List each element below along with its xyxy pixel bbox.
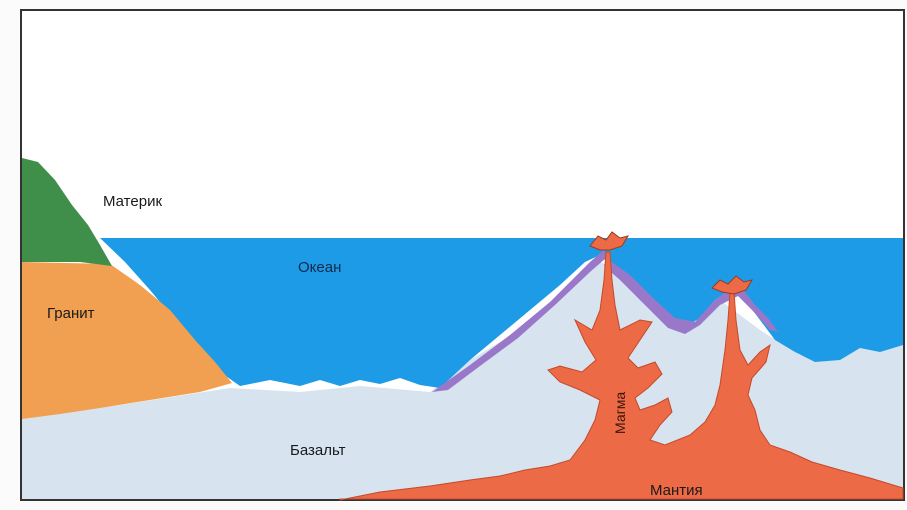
label-basalt: Базальт <box>290 442 346 459</box>
label-magma: Магма <box>612 392 628 434</box>
label-ocean: Океан <box>298 259 341 276</box>
label-continent: Материк <box>103 193 162 210</box>
label-mantle: Мантия <box>650 482 703 499</box>
label-granite: Гранит <box>47 305 95 322</box>
